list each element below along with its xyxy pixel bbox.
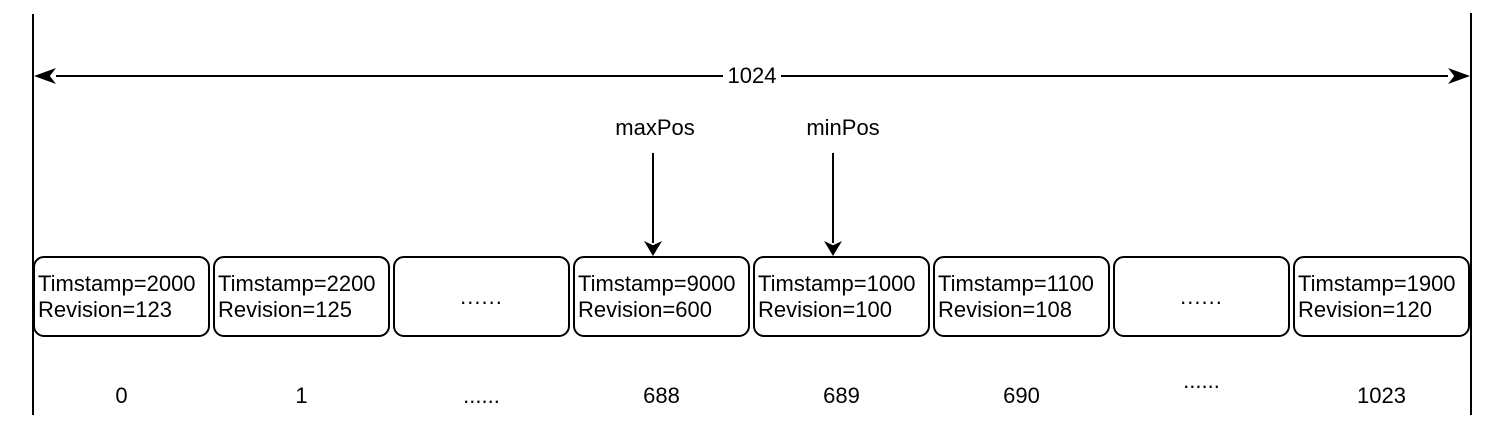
cell-index: 1023: [1357, 383, 1406, 408]
cell-timestamp: Timstamp=1100: [938, 270, 1094, 296]
capacity-ruler: 1024: [34, 63, 1471, 88]
cell-revision: Revision=600: [578, 296, 712, 322]
cell-timestamp: Timstamp=1000: [758, 270, 916, 296]
cell-revision: Revision=120: [1298, 296, 1432, 322]
cell-box: Timstamp=2000 Revision=123: [33, 256, 210, 337]
cell-box: Timstamp=9000 Revision=600: [573, 256, 750, 337]
cell-index: 689: [823, 383, 860, 408]
array-cell-1: Timstamp=2200 Revision=125 1: [213, 256, 390, 409]
cell-index: 690: [1003, 383, 1040, 408]
cell-box: ......: [393, 256, 570, 337]
maxpos-label: maxPos: [615, 115, 695, 140]
array-cells-row: Timstamp=2000 Revision=123 0 Timstamp=22…: [33, 256, 1470, 409]
cell-timestamp: Timstamp=9000: [578, 270, 736, 296]
cell-box: Timstamp=1100 Revision=108: [933, 256, 1110, 337]
capacity-label: 1024: [727, 63, 777, 88]
cell-timestamp: Timstamp=1900: [1298, 270, 1456, 296]
cell-revision: Revision=123: [38, 296, 172, 322]
cell-index-ellipsis: ......: [1183, 368, 1220, 393]
cell-index-ellipsis: ......: [463, 383, 500, 408]
left-boundary-line: [32, 14, 34, 415]
cell-revision: Revision=108: [938, 296, 1072, 322]
cell-ellipsis: ......: [460, 283, 503, 309]
maxpos-arrowhead-icon: [644, 241, 662, 256]
array-cell-1023: Timstamp=1900 Revision=120 1023: [1293, 256, 1470, 409]
cell-revision: Revision=100: [758, 296, 892, 322]
minpos-label: minPos: [806, 115, 880, 140]
cell-timestamp: Timstamp=2200: [218, 270, 376, 296]
minpos-arrowhead-icon: [824, 241, 842, 256]
array-cell-0: Timstamp=2000 Revision=123 0: [33, 256, 210, 409]
cell-box: Timstamp=1000 Revision=100: [753, 256, 930, 337]
array-cell-ellipsis-left: ...... ......: [393, 256, 570, 409]
cell-index: 1: [295, 383, 308, 408]
minpos-arrow-line: [832, 153, 834, 243]
right-boundary-line: [1470, 13, 1472, 415]
ruler-line-left: [56, 75, 723, 77]
cell-revision: Revision=125: [218, 296, 352, 322]
arrowhead-right-icon: [1448, 68, 1471, 84]
array-cell-ellipsis-right: ...... ......: [1113, 256, 1290, 409]
cell-box: ......: [1113, 256, 1290, 337]
cell-ellipsis: ......: [1180, 283, 1223, 309]
array-cell-689: Timstamp=1000 Revision=100 689: [753, 256, 930, 409]
cell-box: Timstamp=2200 Revision=125: [213, 256, 390, 337]
arrowhead-left-icon: [34, 68, 56, 84]
ruler-line-right: [781, 75, 1449, 77]
array-cell-688: Timstamp=9000 Revision=600 688: [573, 256, 750, 409]
array-cell-690: Timstamp=1100 Revision=108 690: [933, 256, 1110, 409]
cell-timestamp: Timstamp=2000: [38, 270, 196, 296]
cell-box: Timstamp=1900 Revision=120: [1293, 256, 1470, 337]
maxpos-arrow-line: [652, 153, 654, 243]
cell-index: 688: [643, 383, 680, 408]
cell-index: 0: [115, 383, 128, 408]
